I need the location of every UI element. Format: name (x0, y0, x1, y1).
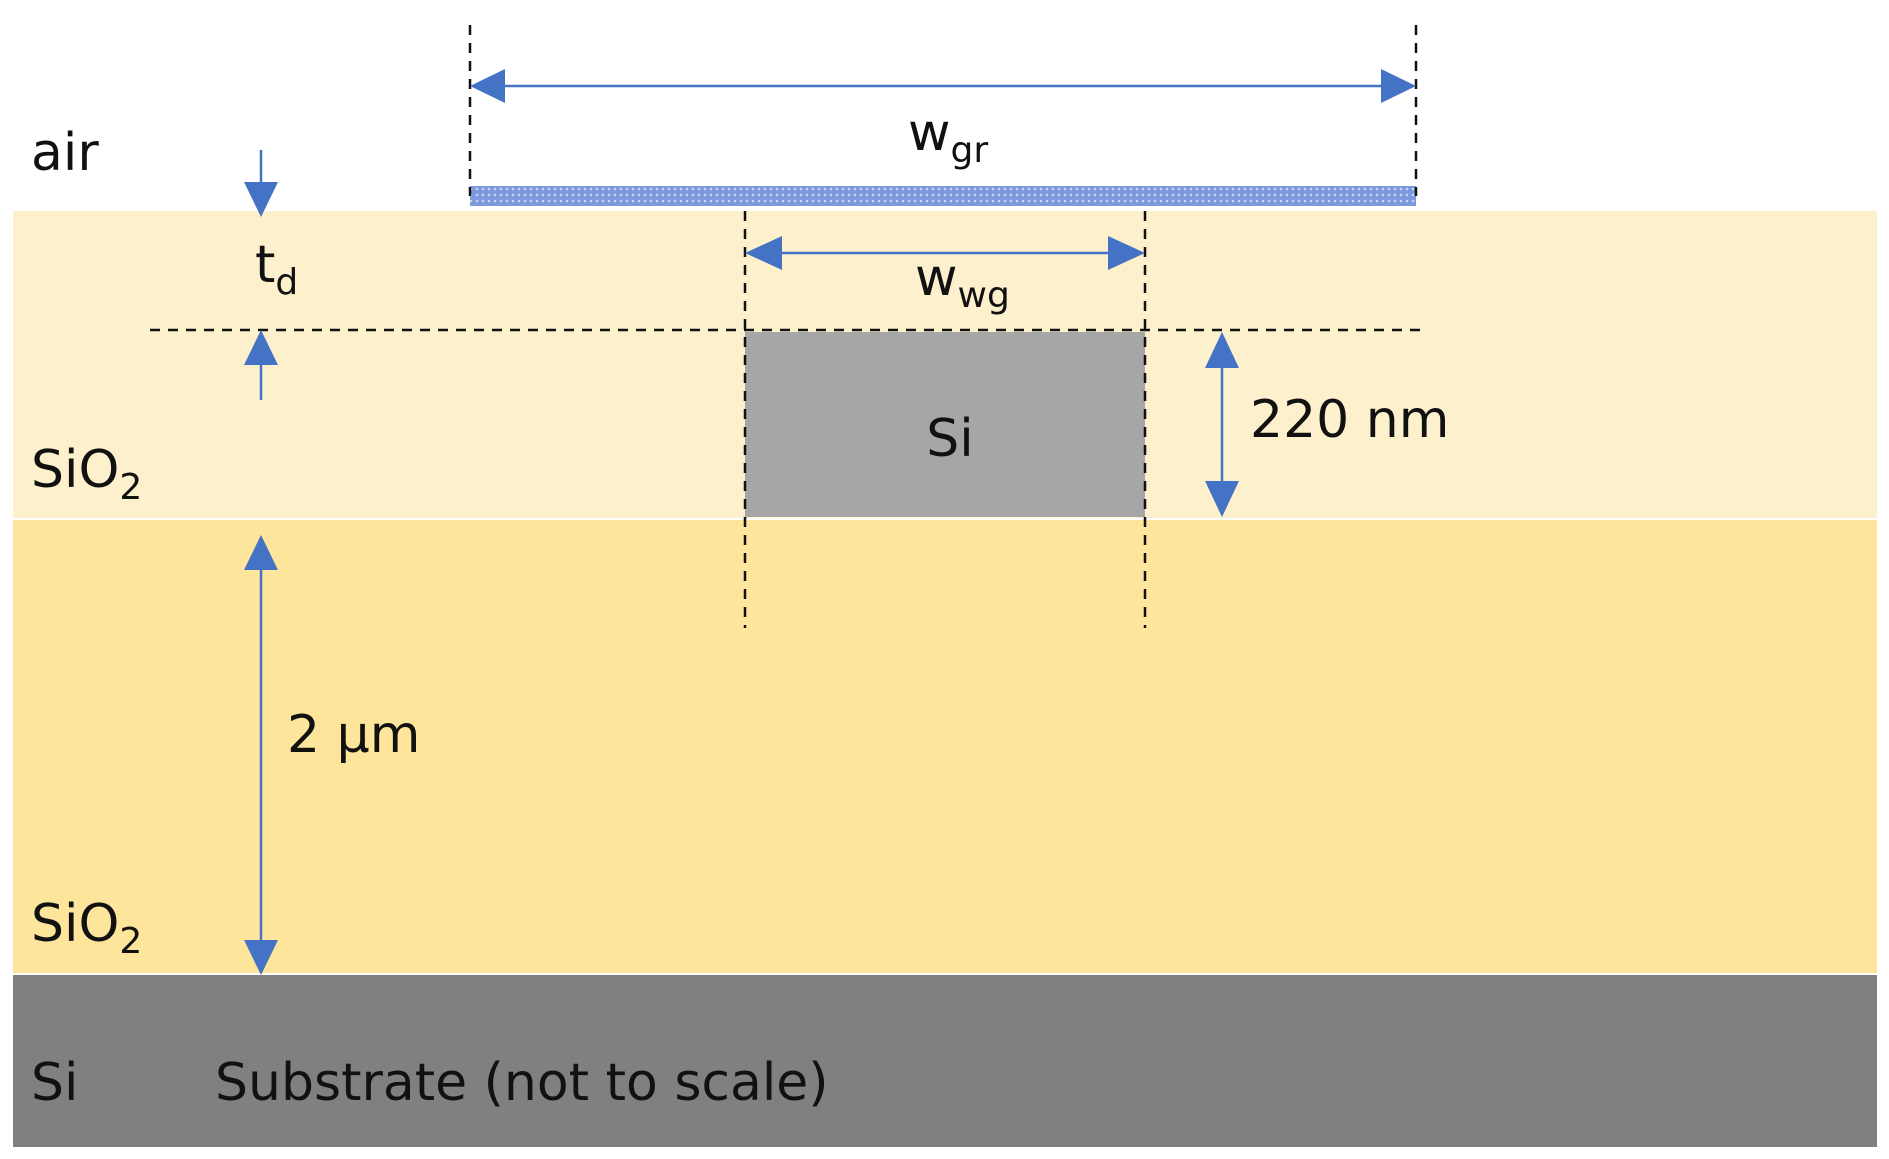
wgr-arrowhead-right (1381, 69, 1416, 103)
si-substrate-label: Si (31, 1053, 78, 1113)
sio2-cladding-label: SiO2 (31, 440, 142, 508)
td-arrowhead-up (244, 330, 278, 365)
wwg-label: wwg (915, 248, 1010, 316)
td-label: td (255, 235, 298, 303)
sio2-buried-oxide-layer (13, 520, 1877, 973)
wgr-label: wgr (908, 103, 988, 171)
height-220-label: 220 nm (1250, 390, 1449, 450)
si-waveguide-core (745, 332, 1145, 517)
air-label: air (31, 123, 99, 183)
box-2um-label: 2 μm (287, 705, 420, 765)
height-220-arrowhead-bottom (1205, 481, 1239, 517)
box-2um-arrowhead-bottom (244, 940, 278, 975)
wwg-arrowhead-right (1108, 236, 1145, 270)
box-2um-arrowhead-top (244, 535, 278, 570)
wgr-arrowhead-left (470, 69, 505, 103)
si-substrate-layer (13, 975, 1877, 1147)
substrate-note-label: Substrate (not to scale) (215, 1053, 829, 1113)
td-arrowhead-down (244, 182, 278, 217)
sio2-box-label: SiO2 (31, 894, 142, 962)
height-220-arrowhead-top (1205, 332, 1239, 368)
graphene-sheet (470, 186, 1416, 206)
wwg-arrowhead-left (745, 236, 782, 270)
si-core-label: Si (926, 409, 973, 469)
